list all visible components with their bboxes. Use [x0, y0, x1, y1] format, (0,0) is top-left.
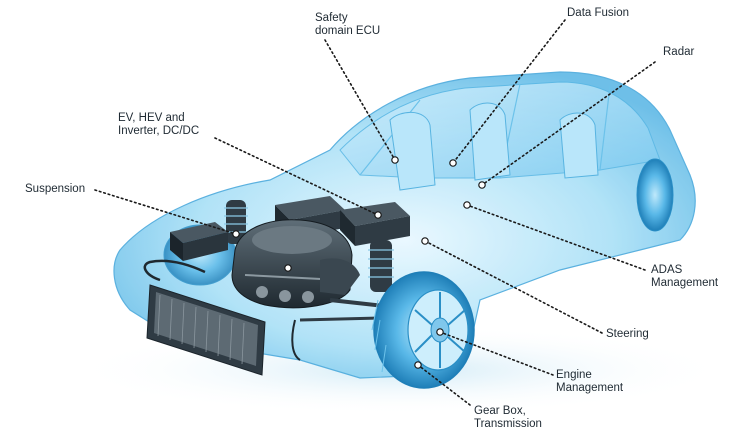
label-steering: Steering [606, 328, 649, 341]
battery-box-right [340, 202, 410, 246]
leader-steering [424, 240, 603, 334]
dot-suspension [232, 230, 240, 238]
label-gearbox: Gear Box, Transmission [474, 405, 542, 431]
dot-safety-ecu [391, 156, 399, 164]
engine-block [231, 219, 360, 309]
label-safety-ecu-line1: Safety [315, 12, 348, 24]
label-safety-ecu: Safety domain ECU [315, 12, 380, 38]
cable-lower [291, 319, 301, 361]
leader-radar [481, 61, 656, 186]
label-steering-line1: Steering [606, 328, 649, 340]
dot-gearbox [414, 361, 422, 369]
seat-rear [469, 102, 511, 181]
label-safety-ecu-line2: domain ECU [315, 25, 381, 37]
radiator [146, 284, 266, 376]
label-engine-line2: Management [556, 382, 624, 394]
dot-data-fusion [449, 159, 457, 167]
seat-back [559, 112, 599, 179]
label-radar-line1: Radar [663, 46, 695, 58]
leader-adas [466, 204, 646, 271]
front-wheel [371, 271, 475, 389]
dot-radar [478, 181, 486, 189]
callout-dots [232, 156, 486, 369]
label-ev-hev-line2: Inverter, DC/DC [118, 125, 200, 137]
leader-suspension [94, 189, 237, 235]
label-gearbox-line2: Transmission [474, 418, 542, 430]
leader-lines [94, 19, 656, 406]
label-suspension-line1: Suspension [25, 183, 86, 195]
leader-data-fusion [452, 19, 566, 164]
dot-steering [421, 237, 429, 245]
rear-wheel [636, 158, 674, 232]
cable [143, 259, 206, 282]
pillar-line-rear [599, 85, 611, 171]
label-ev-hev-line1: EV, HEV and [118, 112, 185, 124]
seat-front [389, 111, 436, 191]
label-suspension: Suspension [25, 183, 85, 196]
dot-ev-hev [374, 211, 382, 219]
label-engine-line1: Engine [556, 369, 592, 381]
leader-gearbox [417, 364, 471, 406]
label-adas-line1: ADAS [651, 264, 683, 276]
dot-adas [463, 201, 471, 209]
label-ev-hev: EV, HEV and Inverter, DC/DC [118, 112, 199, 138]
label-gearbox-line1: Gear Box, [474, 405, 526, 417]
label-data-fusion-line1: Data Fusion [567, 7, 630, 19]
label-adas-line2: Management [651, 277, 719, 289]
dot-engine-block [284, 264, 292, 272]
leader-engine [439, 331, 554, 376]
label-radar: Radar [663, 46, 694, 59]
leader-safety-ecu [324, 39, 396, 161]
label-engine: Engine Management [556, 369, 623, 395]
label-data-fusion: Data Fusion [567, 7, 629, 20]
label-adas: ADAS Management [651, 264, 718, 290]
front-right-spring [368, 240, 394, 292]
dot-engine [436, 328, 444, 336]
